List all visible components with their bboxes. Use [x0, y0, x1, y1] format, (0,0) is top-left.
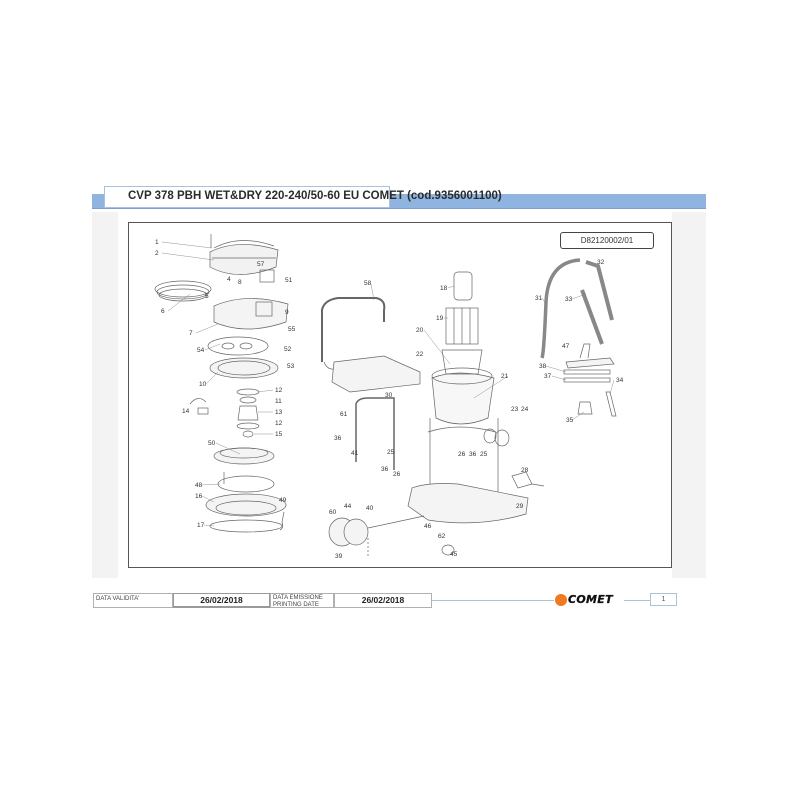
callout-label: 52	[284, 346, 292, 353]
callout-label: 31	[535, 295, 543, 302]
emission-date-label-cell: DATA EMISSIONE PRINTING DATE	[270, 593, 334, 608]
callout-label: 39	[335, 553, 343, 560]
validity-date-value: 26/02/2018	[200, 595, 243, 605]
callout-label: 22	[416, 351, 424, 358]
emission-date-cell: 26/02/2018	[334, 593, 432, 608]
callout-label: 1	[155, 239, 159, 246]
callout-label: 19	[436, 315, 444, 322]
drawing-document-id: D82120002/01	[560, 232, 654, 249]
leader-lines	[161, 241, 615, 527]
callout-label: 41	[351, 450, 359, 457]
callout-label: 47	[562, 343, 570, 350]
callout-label: 12	[275, 387, 283, 394]
callout-label: 25	[387, 449, 395, 456]
callout-label: 21	[501, 373, 509, 380]
emission-date-value: 26/02/2018	[361, 595, 405, 605]
callout-label: 62	[438, 533, 446, 540]
validity-date-cell: 26/02/2018	[173, 593, 270, 608]
callout-label: 11	[275, 398, 282, 405]
callout-label: 32	[597, 259, 605, 266]
callout-label: 25	[480, 451, 488, 458]
callout-label: 35	[566, 417, 574, 424]
callout-label: 2	[155, 250, 159, 257]
page-number: 1	[650, 593, 677, 606]
callout-label: 33	[565, 296, 573, 303]
document-title: CVP 378 PBH WET&DRY 220-240/50-60 EU COM…	[128, 190, 502, 202]
callout-label: 18	[440, 285, 448, 292]
callout-label: 6	[161, 308, 165, 315]
callout-label: 37	[544, 373, 552, 380]
callout-label: 40	[366, 505, 374, 512]
callout-label: 30	[385, 392, 393, 399]
callout-label: 7	[189, 330, 193, 337]
callout-label: 44	[344, 503, 352, 510]
footer-rule-right	[624, 600, 650, 601]
callout-label: 8	[238, 279, 242, 286]
validity-date-label: DATA VALIDITA'	[96, 596, 140, 602]
callout-label: 5	[205, 293, 209, 300]
callout-label: 13	[275, 409, 283, 416]
callout-label: 58	[364, 280, 372, 287]
callout-label: 15	[275, 431, 283, 438]
callout-label: 26	[458, 451, 466, 458]
callout-label: 50	[208, 440, 216, 447]
callout-label: 46	[424, 523, 432, 530]
footer-info: DATA VALIDITA' 26/02/2018 DATA EMISSIONE…	[93, 593, 432, 608]
callout-label: 55	[288, 326, 296, 333]
callout-label: 49	[279, 497, 287, 504]
callout-label: 23	[511, 406, 519, 413]
callout-label: 28	[521, 467, 529, 474]
callout-label: 20	[416, 327, 424, 334]
diagram-linework	[154, 234, 617, 558]
callout-label: 16	[195, 493, 203, 500]
callout-label: 9	[285, 309, 289, 316]
callout-label: 12	[275, 420, 283, 427]
callout-label: 57	[257, 261, 265, 268]
callout-label: 38	[539, 363, 547, 370]
callout-label: 36	[381, 466, 389, 473]
callout-label: 29	[516, 503, 524, 510]
callout-label: 36	[334, 435, 342, 442]
callout-label: 4	[227, 276, 231, 283]
callout-label: 54	[197, 347, 205, 354]
footer-rule-left	[432, 600, 554, 601]
callout-label: 10	[199, 381, 207, 388]
title-frame	[104, 186, 390, 208]
callout-label: 14	[182, 408, 190, 415]
comet-logo: COMET	[568, 593, 613, 606]
validity-date-label-cell: DATA VALIDITA'	[93, 593, 173, 608]
callout-label: 45	[450, 551, 458, 558]
callout-label: 60	[329, 509, 337, 516]
printing-date-label: PRINTING DATE	[273, 602, 319, 608]
callout-label: 24	[521, 406, 529, 413]
emission-date-label: DATA EMISSIONE	[273, 595, 323, 601]
callout-label: 17	[197, 522, 205, 529]
callout-label: 48	[195, 482, 203, 489]
callout-label: 61	[340, 411, 348, 418]
comet-logo-dot-icon	[555, 594, 567, 606]
callout-label: 36	[469, 451, 477, 458]
callout-label: 53	[287, 363, 295, 370]
callout-label: 34	[616, 377, 624, 384]
callout-label: 26	[393, 471, 401, 478]
callout-label: 51	[285, 277, 293, 284]
